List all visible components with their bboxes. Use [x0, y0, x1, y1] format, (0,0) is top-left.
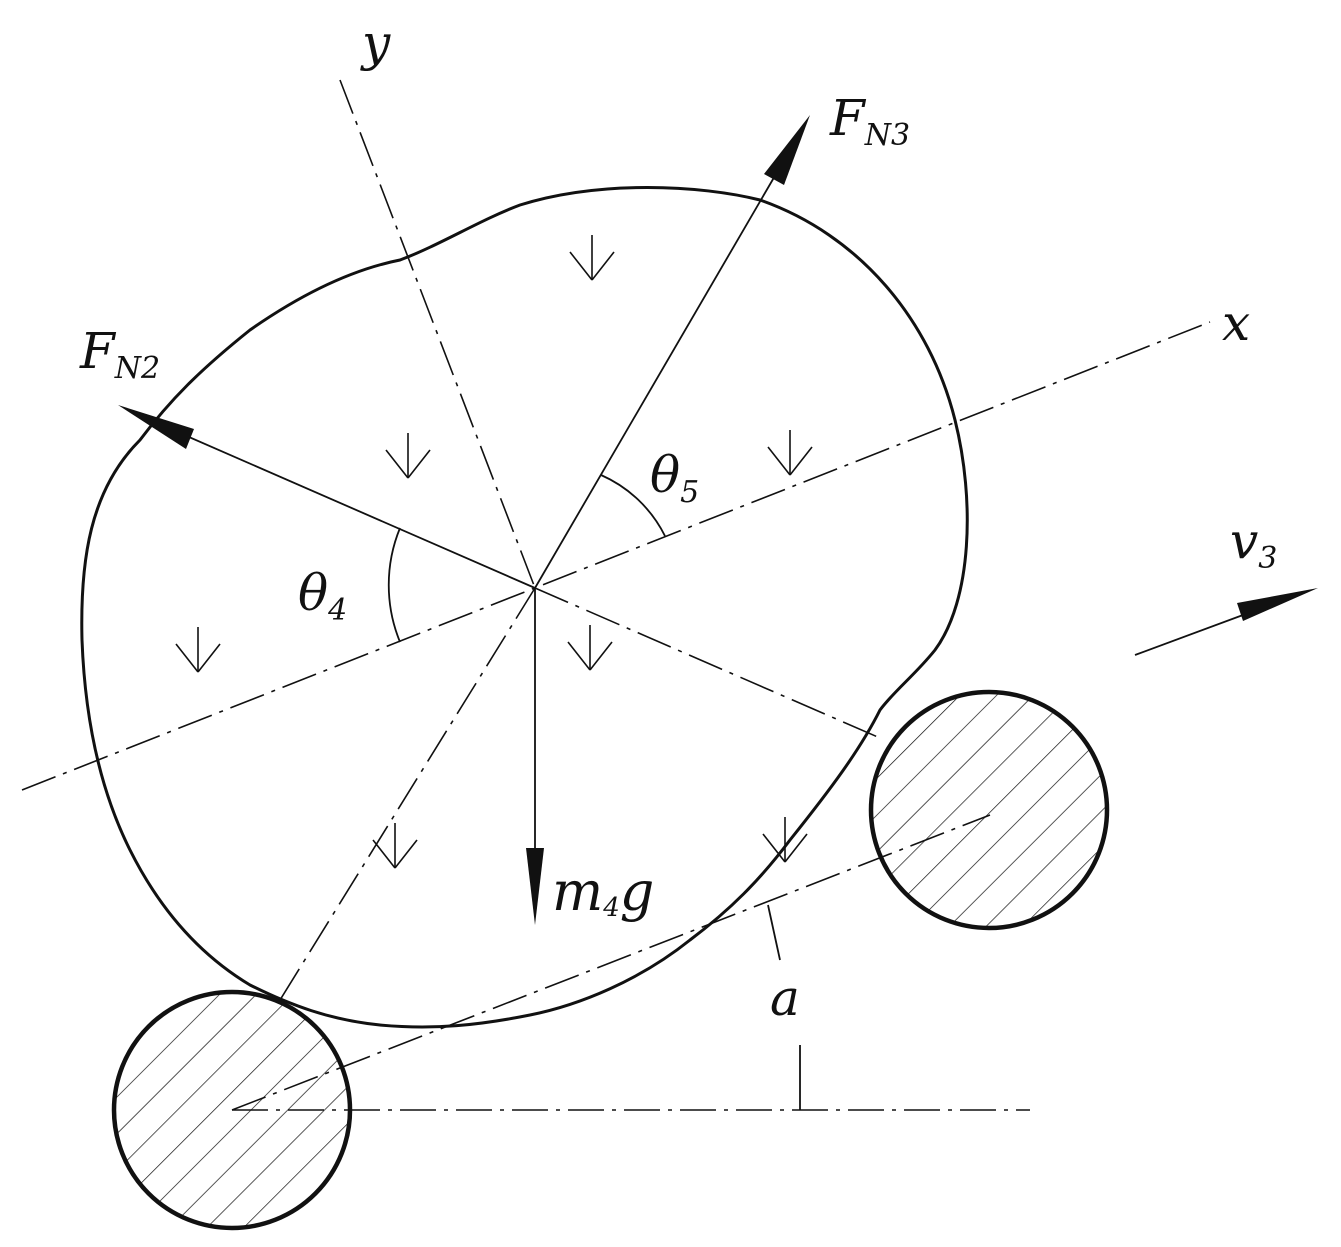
force-n2-label: FN2: [79, 322, 160, 386]
force-n2-arrowhead: [118, 405, 194, 449]
load-arrow: [767, 430, 813, 476]
load-arrow: [372, 823, 418, 869]
force-n3-arrowhead: [764, 115, 810, 185]
load-arrow: [569, 235, 615, 281]
y-axis-line: [339, 79, 536, 589]
weight-label: m4g: [552, 860, 654, 923]
body-outline: [80, 186, 969, 1029]
theta4-label: θ4: [298, 564, 347, 628]
y-axis-label: y: [360, 14, 391, 72]
load-arrow: [567, 625, 613, 671]
angle-a-label: a: [770, 969, 800, 1027]
theta5-arc: [600, 474, 666, 537]
theta5-label: θ5: [650, 446, 699, 510]
x-axis-label: x: [1222, 294, 1250, 352]
theta4-arc: [387, 527, 401, 643]
load-arrow: [762, 817, 808, 863]
velocity-label: v3: [1230, 512, 1277, 576]
upper-roller: [868, 689, 1110, 931]
force-n3-line: [534, 149, 791, 589]
roller-center-line: [231, 814, 991, 1111]
x-axis-line: [21, 321, 1211, 791]
contact-normal-line: [534, 587, 881, 739]
force-n3-label: FN3: [829, 89, 910, 153]
force-n2-line: [149, 419, 536, 589]
load-arrow: [175, 627, 221, 673]
load-arrow: [385, 433, 431, 479]
angle-a-dimension-top: [767, 904, 781, 961]
velocity-arrowhead: [1237, 588, 1318, 621]
y-axis-extension: [279, 587, 536, 1001]
distributed-load-arrows: [175, 235, 813, 869]
weight-arrowhead: [526, 848, 544, 925]
